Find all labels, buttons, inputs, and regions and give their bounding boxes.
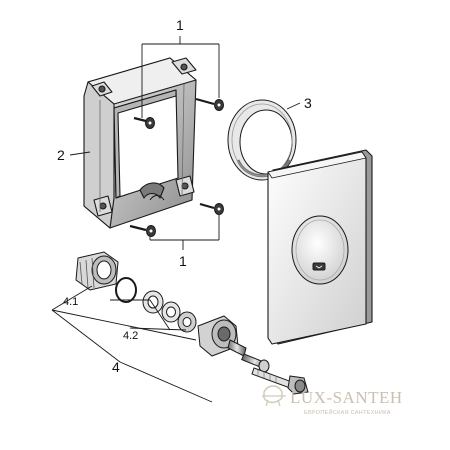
leader-ring xyxy=(286,102,301,110)
callout-ring: 3 xyxy=(304,95,312,111)
watermark-tagline: ЕВРОПЕЙСКАЯ САНТЕХНИКА xyxy=(304,408,391,416)
mounting-frame xyxy=(83,57,197,229)
callout-frame: 2 xyxy=(57,147,65,163)
callout-bracket-assembly xyxy=(51,285,213,403)
sensor-window-icon xyxy=(312,262,326,271)
screw-top-left xyxy=(133,116,155,129)
screw-bottom-left xyxy=(129,224,156,237)
washer-2 xyxy=(161,301,181,323)
watermark-logo xyxy=(262,385,286,407)
cartridge-part xyxy=(75,251,119,291)
watermark-brand: LUX-SANTEH xyxy=(290,388,403,407)
flush-button xyxy=(291,215,349,285)
o-ring-seal xyxy=(115,277,137,303)
leader-frame xyxy=(69,151,91,156)
washer-3 xyxy=(177,311,197,333)
trim-ring xyxy=(227,99,297,181)
callout-valve-assembly: 4 xyxy=(112,359,120,375)
callout-bracket-screws-top xyxy=(141,36,220,118)
washer-1 xyxy=(142,290,164,314)
callout-sub-4-2: 4.2 xyxy=(123,330,138,342)
screw-top-right xyxy=(195,97,224,111)
callout-sub-4-1: 4.1 xyxy=(63,296,78,308)
callout-screws-top: 1 xyxy=(176,17,184,33)
callout-screws-bottom: 1 xyxy=(179,253,187,269)
callout-bracket-screws-bottom xyxy=(149,215,220,250)
screw-bottom-right xyxy=(199,202,224,215)
valve-spindle xyxy=(241,353,270,373)
valve-body xyxy=(197,315,247,357)
long-bolt xyxy=(251,367,309,395)
